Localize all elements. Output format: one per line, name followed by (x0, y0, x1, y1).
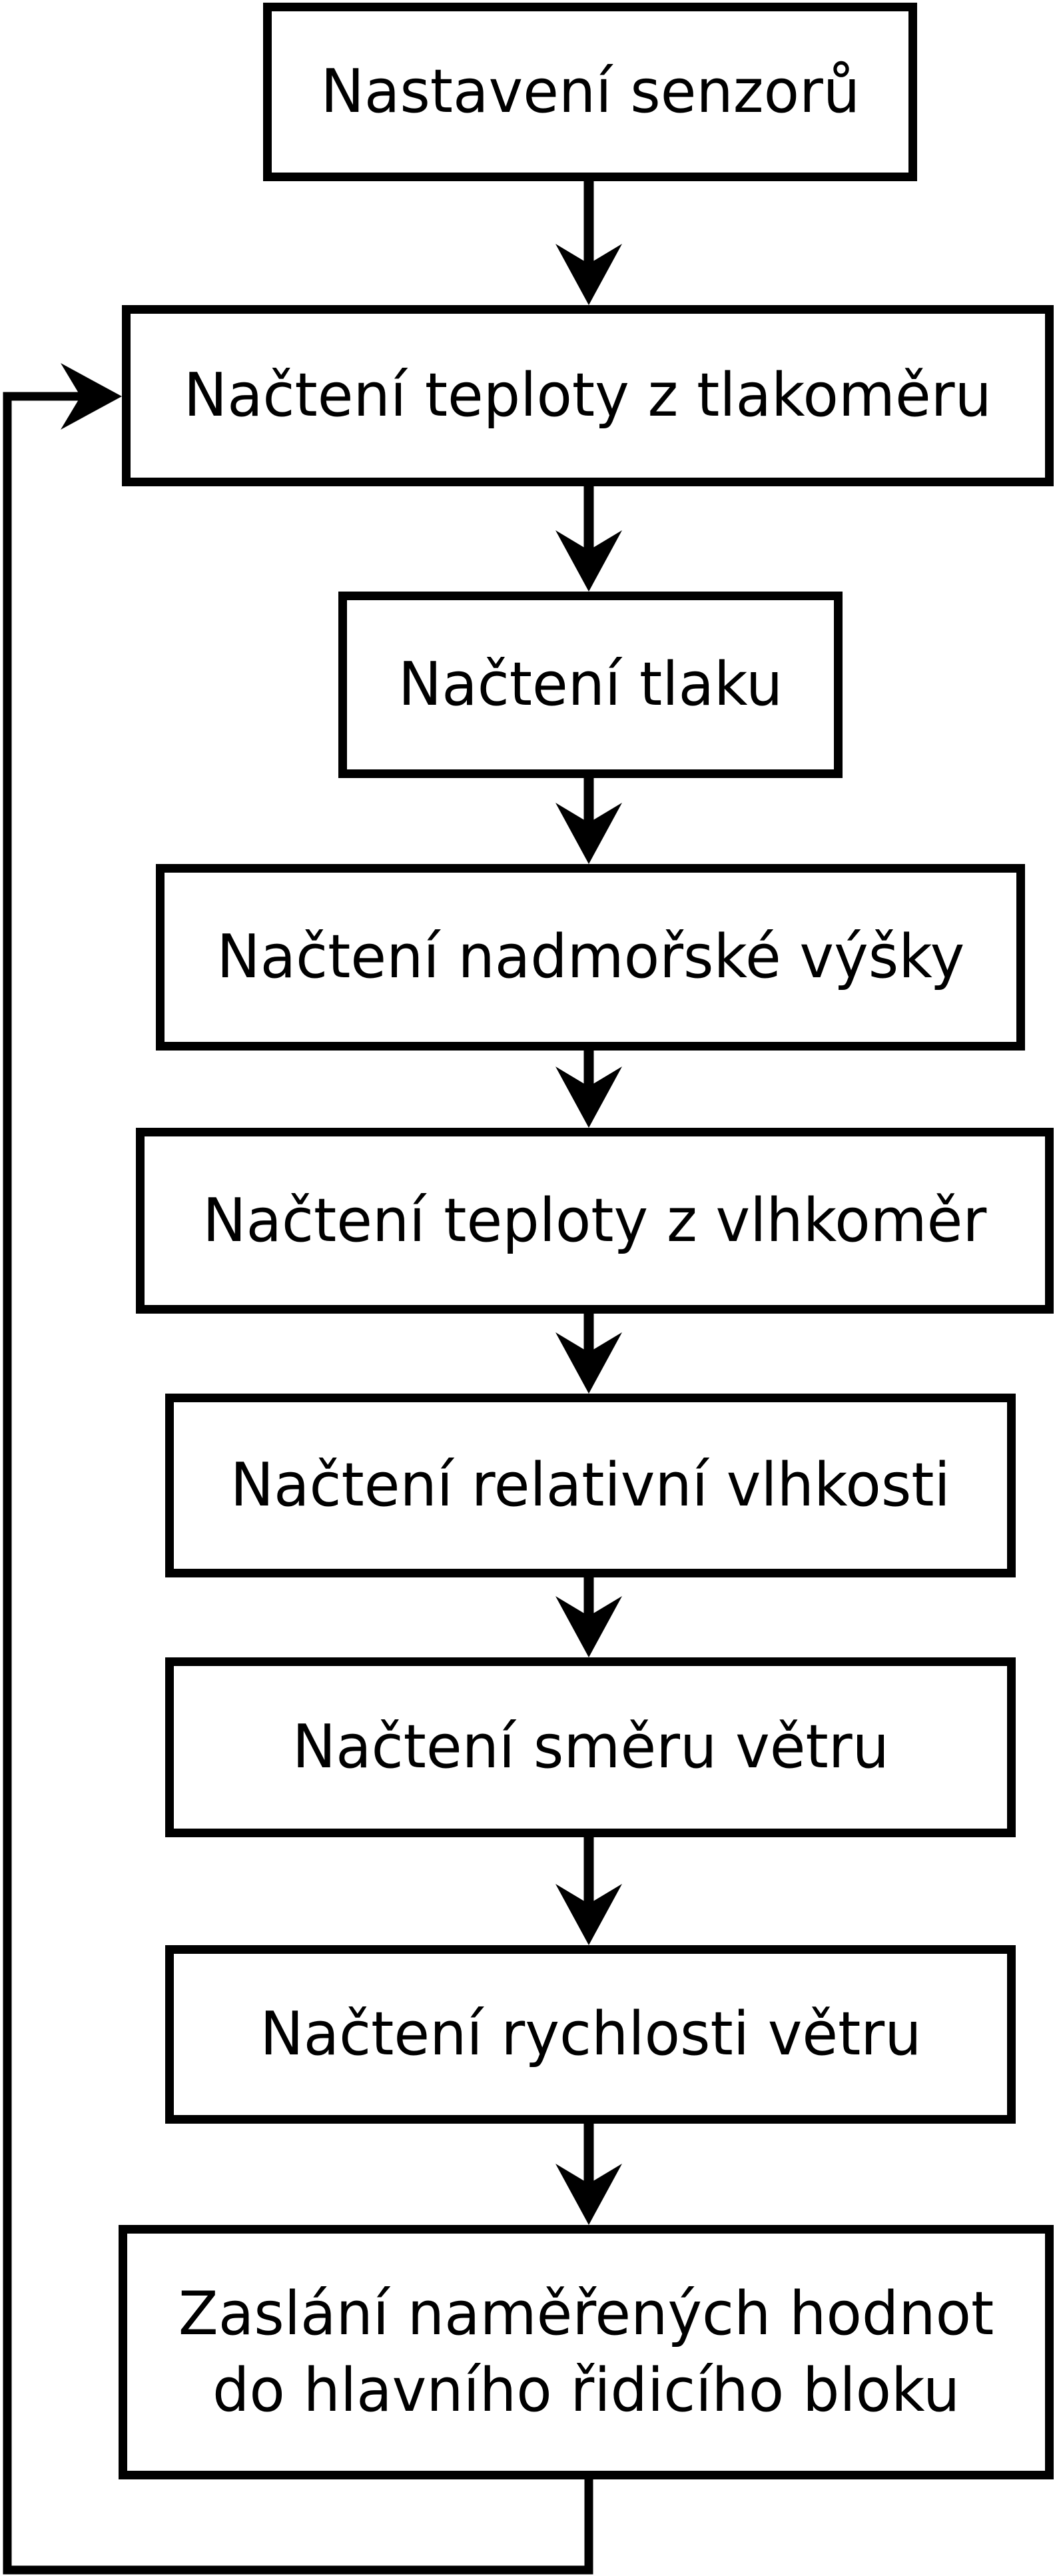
loop-back-line (3, 392, 593, 2575)
edge-hygrometer-to-humidity (555, 1309, 622, 1394)
node-setup-sensors: Nastavení senzorů (263, 3, 917, 181)
edge-barometer-to-pressure (555, 482, 622, 592)
node-read-wind-speed: Načtení rychlosti větru (165, 1945, 1016, 2124)
node-read-altitude: Načtení nadmořské výšky (156, 864, 1025, 1051)
arrowhead-down-icon (555, 1332, 622, 1394)
node-label: Načtení relativní vlhkosti (230, 1450, 951, 1521)
edge-pressure-to-altitude (555, 773, 622, 864)
arrowhead-down-icon (555, 1067, 622, 1128)
arrowhead-down-icon (555, 1884, 622, 1945)
node-read-wind-direction: Načtení směru větru (165, 1657, 1016, 1837)
edge-wind-direction-to-wind-speed (555, 1833, 622, 1945)
node-read-relative-humidity: Načtení relativní vlhkosti (165, 1394, 1016, 1577)
arrowhead-down-icon (555, 803, 622, 864)
arrowhead-down-icon (555, 244, 622, 305)
node-label: Načtení teploty z tlakoměru (183, 360, 992, 431)
node-read-temp-from-hygrometer: Načtení teploty z vlhkoměr (136, 1128, 1054, 1314)
edge-altitude-to-hygrometer (555, 1046, 622, 1128)
node-label: Načtení nadmořské výšky (216, 922, 964, 993)
node-label: Načtení teploty z vlhkoměr (202, 1185, 987, 1256)
node-read-temp-from-barometer: Načtení teploty z tlakoměru (122, 305, 1054, 486)
node-label: Zaslání naměřených hodnot do hlavního ři… (178, 2278, 994, 2425)
node-read-pressure: Načtení tlaku (338, 592, 843, 778)
node-label: Nastavení senzorů (320, 57, 860, 127)
arrowhead-down-icon (555, 2164, 622, 2225)
edge-setup-to-barometer (555, 175, 622, 305)
node-label: Načtení směru větru (292, 1712, 889, 1783)
arrowhead-down-icon (555, 1596, 622, 1657)
arrowhead-down-icon (555, 530, 622, 592)
arrowhead-right-icon (61, 363, 122, 430)
node-label: Načtení tlaku (398, 649, 783, 720)
edge-wind-speed-to-send (555, 2119, 622, 2225)
edge-loop-back (3, 363, 593, 2575)
edge-humidity-to-wind-direction (555, 1573, 622, 1657)
node-send-measured-values: Zaslání naměřených hodnot do hlavního ři… (119, 2225, 1054, 2479)
node-label: Načtení rychlosti větru (259, 1999, 922, 2070)
